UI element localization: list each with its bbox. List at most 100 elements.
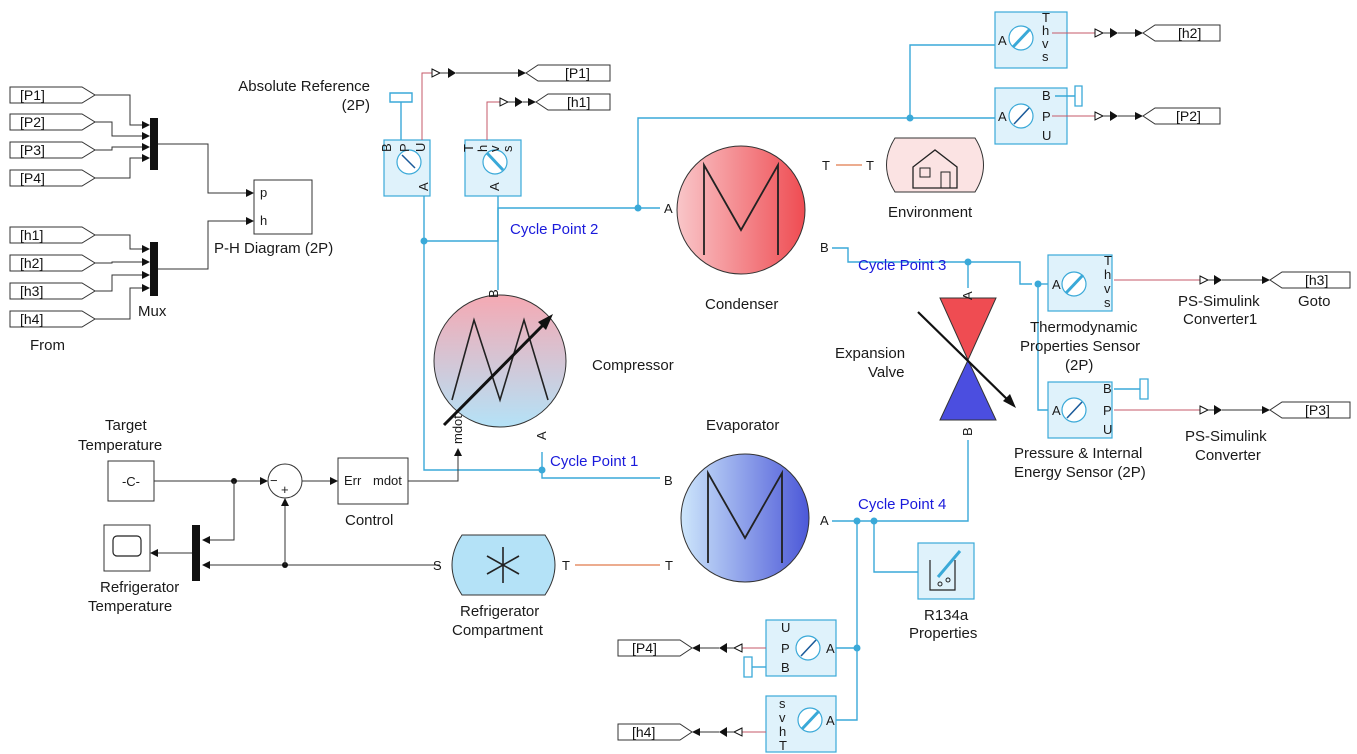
svg-text:[P2]: [P2] [1176,108,1201,124]
goto-block-p1[interactable]: [P1] [525,64,611,82]
target-constant-block[interactable]: -C- [107,460,155,502]
pressure-sensor-left[interactable]: B P U A [379,139,431,197]
goto-block-p2[interactable]: [P2] [1142,107,1221,125]
mux-block-h[interactable] [150,242,158,296]
mux-block-p[interactable] [150,118,158,170]
thermo-sensor-left[interactable]: T h v s A [461,139,522,197]
mux-block-scope[interactable] [192,525,200,581]
svg-text:A: A [826,713,835,728]
svg-text:v: v [1042,36,1049,51]
svg-text:mdot: mdot [373,473,402,488]
svg-text:s: s [1042,49,1049,64]
condenser-label: Condenser [705,296,778,313]
svg-text:P: P [397,143,412,152]
expansion-label-line1: Expansion [835,345,905,362]
expansion-valve[interactable] [917,297,1016,421]
svg-text:[P3]: [P3] [1305,402,1330,418]
ps-conv-label-line1: PS-Simulink [1185,428,1267,445]
svg-text:s: s [1104,295,1111,310]
pressure-sensor-bottom[interactable]: U P B A [765,619,837,677]
cycle-point-4: Cycle Point 4 [858,496,946,513]
compartment-label-line1: Refrigerator [460,603,539,620]
r134a-properties-block[interactable] [917,542,975,600]
compartment-label-line2: Compartment [452,622,544,639]
svg-text:A: A [1052,403,1061,418]
refrigerator-compartment-block[interactable] [451,534,556,596]
sum-block[interactable]: − + [267,463,303,499]
compressor[interactable] [433,294,567,428]
abs-ref-label-line2: (2P) [342,97,370,114]
svg-text:P: P [1103,403,1112,418]
svg-text:S: S [433,558,442,573]
goto-block-p3[interactable]: [P3] [1269,401,1351,419]
svg-text:p: p [260,185,267,200]
svg-text:[P1]: [P1] [20,87,45,103]
goto-block-h4[interactable]: [h4] [617,723,693,741]
from-label: From [30,337,65,354]
condenser[interactable] [676,145,806,275]
pressure-sensor-top[interactable]: A B P U [994,87,1068,145]
scope-block[interactable] [103,524,151,572]
from-block-p1[interactable]: [P1] [9,86,96,104]
environment-block[interactable] [886,137,984,193]
goto-block-h1[interactable]: [h1] [535,93,611,111]
thermo-sensor-label-line3: (2P) [1065,357,1093,374]
svg-text:A: A [998,109,1007,124]
svg-text:h: h [1042,23,1049,38]
from-block-p3[interactable]: [P3] [9,141,96,159]
from-block-p2[interactable]: [P2] [9,113,96,131]
svg-text:[h4]: [h4] [632,724,655,740]
from-block-h2[interactable]: [h2] [9,254,96,272]
from-block-p4[interactable]: [P4] [9,169,96,187]
scope-label-line1: Refrigerator [100,579,179,596]
svg-text:B: B [960,427,975,436]
from-block-h1[interactable]: [h1] [9,226,96,244]
thermo-sensor-bottom[interactable]: s v h T A [765,695,837,753]
svg-text:[P3]: [P3] [20,142,45,158]
evaporator-label: Evaporator [706,417,779,434]
cycle-point-3: Cycle Point 3 [858,257,946,274]
svg-text:[h4]: [h4] [20,311,43,327]
svg-text:h: h [475,145,490,152]
cycle-point-2: Cycle Point 2 [510,221,598,238]
svg-text:T: T [461,144,476,152]
svg-text:P: P [1042,109,1051,124]
abs-ref-label-line1: Absolute Reference [238,78,370,95]
mux-label: Mux [138,303,167,320]
svg-text:[h3]: [h3] [20,283,43,299]
pressure-sensor-label-line2: Energy Sensor (2P) [1014,464,1146,481]
svg-text:A: A [820,513,829,528]
svg-text:T: T [1042,10,1050,25]
thermo-sensor-top[interactable]: A T h v s [994,10,1068,69]
control-label: Control [345,512,393,529]
svg-text:v: v [487,145,502,152]
svg-text:T: T [779,738,787,753]
r134a-label-line2: Properties [909,625,977,642]
from-block-h3[interactable]: [h3] [9,282,96,300]
svg-text:s: s [779,696,786,711]
svg-text:A: A [534,431,549,440]
control-block[interactable]: Err mdot [337,457,409,505]
goto-block-p4[interactable]: [P4] [617,639,693,657]
compressor-label: Compressor [592,357,674,374]
svg-text:U: U [781,620,790,635]
ph-diagram-block[interactable]: p h [253,179,313,235]
beaker-icon [929,560,956,591]
svg-text:[P4]: [P4] [20,170,45,186]
pressure-sensor-right[interactable]: A B P U [1047,381,1113,439]
thermo-sensor-right[interactable]: A T h v s [1047,253,1113,312]
target-label-line1: Target [105,417,148,434]
pressure-sensor-label-line1: Pressure & Internal [1014,445,1142,462]
svg-text:A: A [664,201,673,216]
evaporator[interactable] [680,453,810,583]
expansion-label-line2: Valve [868,364,904,381]
thermo-sensor-label-line2: Properties Sensor [1020,338,1140,355]
snowflake-icon [486,547,520,583]
svg-text:[h1]: [h1] [567,94,590,110]
goto-block-h3[interactable]: [h3] [1269,271,1351,289]
scope-icon [112,535,142,557]
abs-ref-symbol[interactable] [389,92,413,103]
from-block-h4[interactable]: [h4] [9,310,96,328]
goto-block-h2[interactable]: [h2] [1142,24,1221,42]
